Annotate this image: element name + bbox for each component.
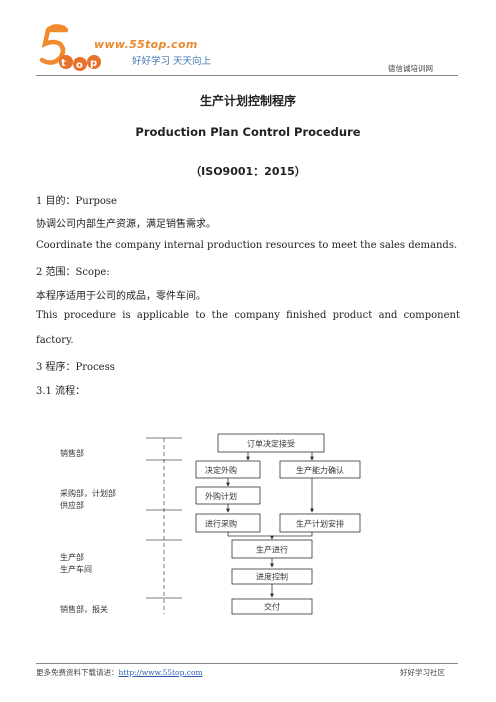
box-progress-control: 进度控制 bbox=[231, 568, 313, 585]
svg-text:外购计划: 外购计划 bbox=[205, 491, 237, 501]
svg-text:t: t bbox=[61, 58, 66, 69]
dept-purchasing: 采购部，计划部供应部 bbox=[60, 489, 116, 510]
box-purchasing: 进行采购 bbox=[195, 513, 261, 533]
footer-left: 更多免费资料下载请进：http://www.55top.com bbox=[36, 668, 203, 677]
process-heading: 3 程序：Process bbox=[36, 362, 115, 373]
logo-slogan: 好好学习 天天向上 bbox=[132, 56, 212, 67]
scope-en-line2: factory. bbox=[36, 335, 74, 346]
box-order-accept: 订单决定接受 bbox=[217, 433, 325, 453]
footer-divider bbox=[36, 663, 458, 664]
svg-text:生产进行: 生产进行 bbox=[256, 545, 288, 555]
header-right-text: 德信诚培训网 bbox=[388, 64, 433, 73]
dept-production: 生产部生产车间 bbox=[60, 553, 92, 574]
scope-heading: 2 范围：Scope: bbox=[36, 267, 110, 278]
dept-sales: 销售部 bbox=[60, 449, 84, 458]
svg-text:订单决定接受: 订单决定接受 bbox=[247, 439, 295, 449]
header-divider bbox=[36, 75, 458, 76]
flowchart-svg: 订单决定接受 决定外购 生产能力确认 外购计划 进行采购 生产计划安排 生产进行 bbox=[146, 433, 361, 615]
purpose-en: Coordinate the company internal producti… bbox=[36, 240, 458, 251]
svg-text:生产计划安排: 生产计划安排 bbox=[296, 519, 344, 529]
footer-link[interactable]: http://www.55top.com bbox=[118, 668, 203, 677]
box-outsource-plan: 外购计划 bbox=[195, 486, 261, 505]
purpose-heading: 1 目的：Purpose bbox=[36, 196, 117, 207]
logo-5-icon bbox=[39, 24, 69, 65]
box-outsource-decision: 决定外购 bbox=[195, 460, 261, 479]
svg-text:生产能力确认: 生产能力确认 bbox=[296, 465, 344, 475]
svg-text:进行采购: 进行采购 bbox=[205, 519, 237, 529]
title-en: Production Plan Control Procedure bbox=[135, 125, 361, 139]
scope-cn: 本程序适用于公司的成品，零件车间。 bbox=[36, 291, 206, 302]
title-standard: （ISO9001：2015） bbox=[190, 165, 306, 178]
title-cn: 生产计划控制程序 bbox=[199, 94, 296, 108]
svg-text:o: o bbox=[76, 60, 83, 71]
process-flowchart: 销售部 采购部，计划部供应部 生产部生产车间 销售部，报关 bbox=[36, 428, 460, 628]
box-capacity-check: 生产能力确认 bbox=[279, 460, 361, 479]
flow-connectors bbox=[226, 452, 314, 598]
svg-text:交付: 交付 bbox=[264, 602, 280, 612]
scope-en-line1: This procedure is applicable to the comp… bbox=[36, 310, 460, 321]
box-delivery: 交付 bbox=[231, 598, 313, 615]
svg-text:决定外购: 决定外购 bbox=[205, 465, 237, 475]
flow-heading: 3.1 流程： bbox=[36, 386, 86, 397]
svg-text:进度控制: 进度控制 bbox=[256, 572, 288, 582]
logo-top-icon: t o p bbox=[59, 55, 101, 71]
box-production: 生产进行 bbox=[231, 539, 313, 559]
box-production-plan: 生产计划安排 bbox=[279, 513, 361, 533]
footer-right: 好好学习社区 bbox=[400, 668, 445, 677]
logo-url: www.55top.com bbox=[94, 38, 198, 51]
svg-text:p: p bbox=[90, 58, 97, 69]
dept-sales-customs: 销售部，报关 bbox=[60, 605, 108, 614]
logo: t o p bbox=[39, 24, 101, 71]
purpose-cn: 协调公司内部生产资源，满足销售需求。 bbox=[36, 219, 216, 230]
